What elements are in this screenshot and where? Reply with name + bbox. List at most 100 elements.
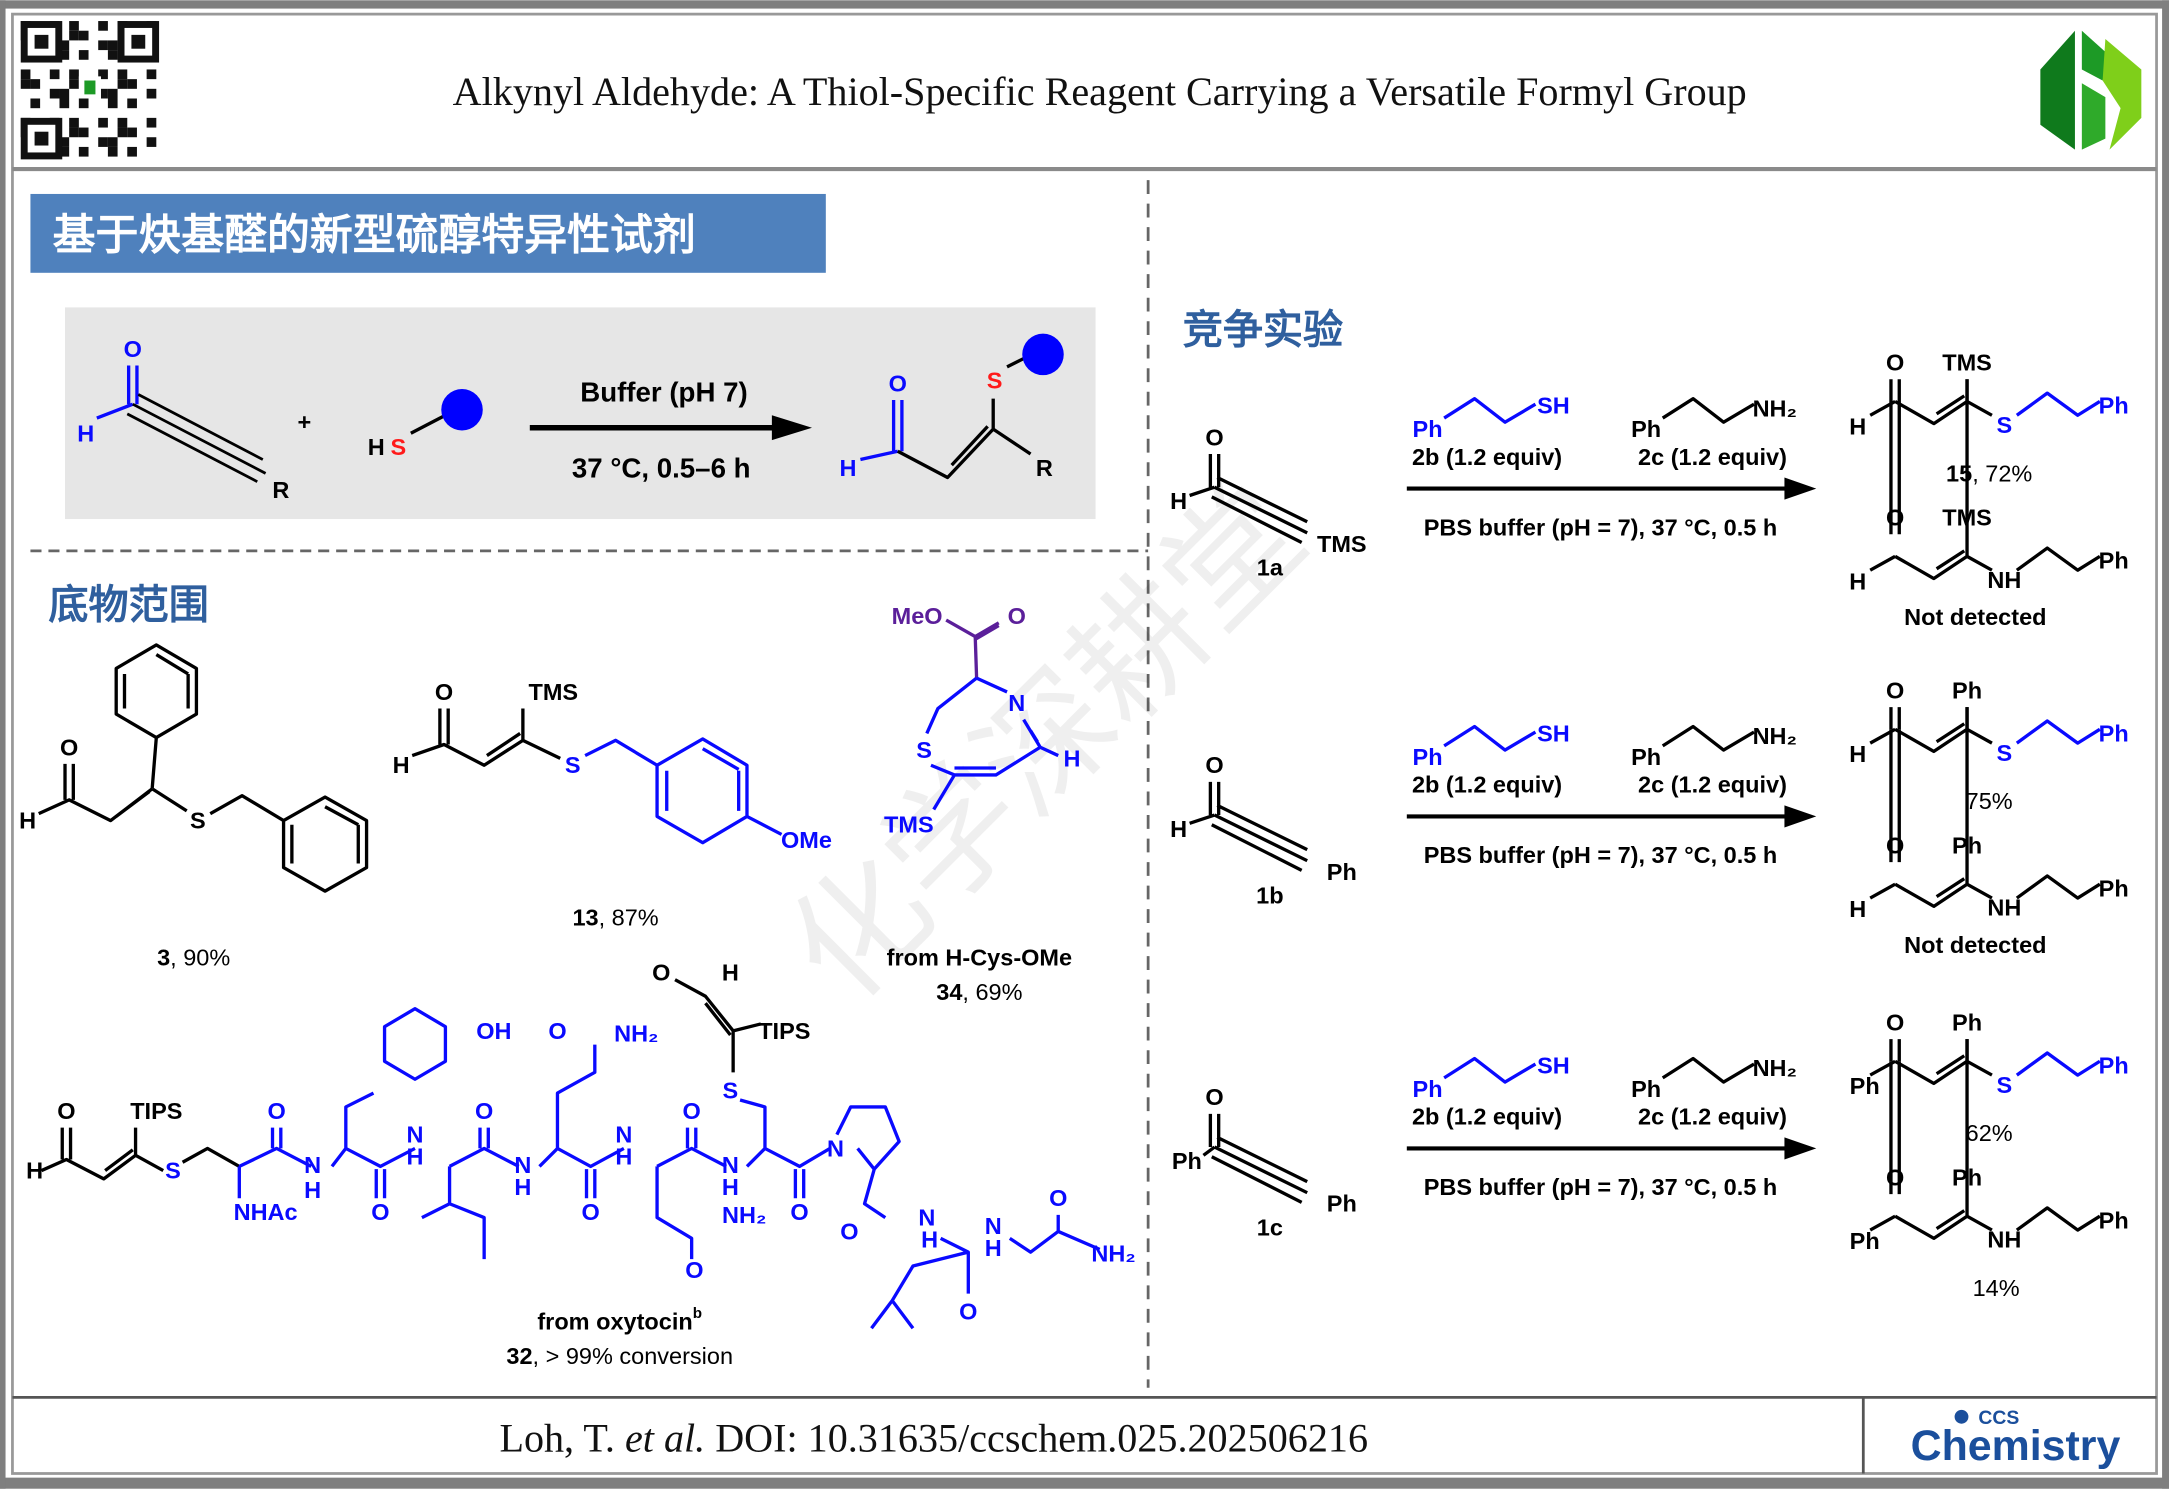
svg-text:S: S (190, 808, 206, 834)
chem-label: SH (1537, 720, 1570, 746)
svg-text:TMS: TMS (884, 812, 934, 838)
svg-text:OMe: OMe (781, 827, 832, 853)
svg-text:R: R (272, 477, 289, 503)
ccs-chemistry-logo: CCS Chemistry (1911, 1407, 2121, 1470)
svg-text:TMS: TMS (529, 679, 579, 705)
svg-text:S: S (987, 368, 1003, 394)
svg-text:O: O (435, 679, 453, 705)
atom-label: N (918, 1205, 935, 1231)
chem-label: 1c (1257, 1214, 1283, 1240)
chem-label: H (1170, 488, 1187, 514)
chem-label: PBS buffer (pH = 7), 37 °C, 0.5 h (1424, 514, 1778, 540)
atom-label: TIPS (130, 1098, 182, 1124)
green-leaf-logo-icon (2040, 30, 2142, 150)
chem-label: Ph (2099, 875, 2129, 901)
chem-label: Ph (2099, 1207, 2129, 1233)
svg-text:O: O (60, 734, 78, 760)
atom-label: NH₂ (722, 1202, 766, 1228)
atom-label: H (26, 1158, 43, 1184)
chem-label: TMS (1317, 531, 1367, 557)
chem-label: NH₂ (1753, 723, 1797, 749)
chem-label: 2c (1.2 equiv) (1638, 772, 1787, 798)
atom-label: O (790, 1199, 808, 1225)
banner (30, 193, 826, 273)
svg-text:37 °C, 0.5–6 h: 37 °C, 0.5–6 h (572, 452, 751, 483)
atom-label: H (406, 1144, 423, 1170)
competition-heading: 竞争实验 (1183, 307, 1343, 353)
chem-label: NH₂ (1753, 395, 1797, 421)
chem-label: O (1886, 678, 1904, 704)
header-title: Alkynyl Aldehyde: A Thiol-Specific Reage… (453, 69, 1747, 114)
atom-label: O (475, 1098, 493, 1124)
compound-34: MeO O N H S TMS from H-Cys-OMe 34, 69% (884, 603, 1081, 1005)
chem-label: Ph (1631, 744, 1661, 770)
chem-label: O (1205, 752, 1223, 778)
chem-label: Ph (1631, 1076, 1661, 1102)
chem-label: Not detected (1904, 932, 2046, 958)
svg-text:O: O (1008, 603, 1026, 629)
chem-label: S (1997, 412, 2013, 438)
chem-label: O (1886, 1010, 1904, 1036)
atom-label: O (652, 960, 670, 986)
chem-label: 2c (1.2 equiv) (1638, 444, 1787, 470)
svg-text:H: H (368, 434, 385, 460)
chem-label: Ph (1413, 744, 1443, 770)
atom-label: N (985, 1213, 1002, 1239)
svg-text:R: R (1036, 455, 1053, 481)
chem-label: 2b (1.2 equiv) (1412, 444, 1562, 470)
chem-label: NH₂ (1753, 1055, 1797, 1081)
svg-text:S: S (565, 752, 581, 778)
compound-13: O TMS H S OMe 13, 87% (393, 679, 832, 930)
chem-label: NH (1987, 895, 2021, 921)
chem-label: Ph (2099, 393, 2129, 419)
atom-label: O (685, 1257, 703, 1283)
atom-label: O (959, 1299, 977, 1325)
chem-label: SH (1537, 393, 1570, 419)
svg-text:S: S (916, 737, 932, 763)
atom-label: N (827, 1135, 844, 1161)
svg-text:S: S (391, 434, 407, 460)
atom-label: O (371, 1199, 389, 1225)
chem-label: S (1997, 1072, 2013, 1098)
svg-text:Buffer (pH 7): Buffer (pH 7) (580, 376, 747, 407)
atom-label: O (840, 1218, 858, 1244)
atom-label: O (683, 1098, 701, 1124)
citation: Loh, T. et al. DOI: 10.31635/ccschem.025… (499, 1415, 1368, 1460)
chem-label: 1a (1257, 554, 1284, 580)
atom-label: O (582, 1199, 600, 1225)
svg-text:H: H (1064, 745, 1081, 771)
svg-text:H: H (839, 455, 856, 481)
chem-label: H (1849, 568, 1866, 594)
svg-text:3, 90%: 3, 90% (157, 945, 230, 971)
chem-label: Ph (1952, 678, 1982, 704)
atom-label: H (921, 1227, 938, 1253)
atom-label: S (723, 1077, 739, 1103)
chem-label: Ph (1413, 416, 1443, 442)
atom-label: NH₂ (614, 1021, 658, 1047)
atom-label: H (985, 1235, 1002, 1261)
atom-label: OH (476, 1018, 511, 1044)
chem-label: Ph (1172, 1148, 1202, 1174)
biomolecule-sphere (1022, 333, 1064, 376)
atom-label: O (268, 1098, 286, 1124)
svg-text:32, > 99% conversion: 32, > 99% conversion (506, 1343, 733, 1369)
banner-title: 基于炔基醛的新型硫醇特异性试剂 (53, 210, 696, 260)
chem-label: 2b (1.2 equiv) (1412, 772, 1562, 798)
atom-label: O (548, 1018, 566, 1044)
chem-label: Ph (1952, 1010, 1982, 1036)
chem-label: Not detected (1904, 604, 2046, 630)
svg-text:O: O (124, 336, 142, 362)
chem-label: S (1997, 740, 2013, 766)
chem-label: H (1849, 896, 1866, 922)
chem-label: O (1886, 1164, 1904, 1190)
compound-3: O H S 3, 90% (19, 643, 369, 971)
chem-label: Ph (2099, 720, 2129, 746)
atom-label: O (57, 1098, 75, 1124)
svg-text:+: + (297, 409, 311, 435)
svg-text:13, 87%: 13, 87% (572, 904, 658, 930)
chem-label: Ph (1850, 1228, 1880, 1254)
svg-text:CCS: CCS (1978, 1407, 2019, 1429)
